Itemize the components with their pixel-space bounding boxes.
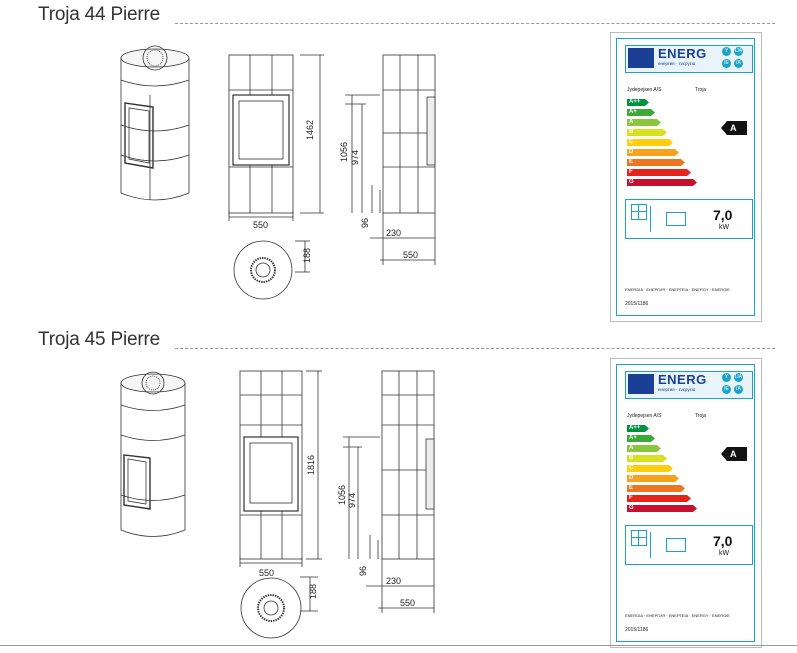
class-bar: B <box>627 455 667 462</box>
class-bar: E <box>627 485 685 492</box>
class-bar: A <box>627 445 661 452</box>
circle-icon: IE <box>722 385 731 394</box>
dim-bottom-left: 96 <box>360 218 370 228</box>
regulation: 2015/1186 <box>625 627 649 633</box>
energy-label: ENERG енергия · ενεργεια Y IJA IE IA Jyd… <box>616 364 755 642</box>
side-view <box>345 54 436 265</box>
energy-subtitle: енергия · ενεργεια <box>658 387 696 392</box>
energy-brand: ENERG <box>658 372 707 387</box>
section-troja-45: Troja 45 Pierre 550 1816 <box>0 325 797 650</box>
class-bar: F <box>627 169 691 176</box>
class-bar: D <box>627 475 679 482</box>
circle-icon: IA <box>734 385 743 394</box>
title-divider <box>175 23 775 24</box>
rating-arrow: A <box>721 121 747 135</box>
power-box: 7,0 kW <box>625 199 753 239</box>
perspective-view <box>120 45 190 201</box>
side-view <box>343 370 435 613</box>
dim-total-height: 1462 <box>305 120 315 140</box>
rating-arrow: A <box>721 447 747 461</box>
dim-front-width: 550 <box>253 220 268 230</box>
power-box: 7,0 kW <box>625 525 753 565</box>
circle-icon: IA <box>734 59 743 68</box>
dim-top-depth: 188 <box>308 584 318 599</box>
title-divider <box>175 348 775 349</box>
footer-rule <box>0 645 797 646</box>
manufacturer: Jydepejsen A/S <box>627 87 662 93</box>
class-bar: A++ <box>627 425 649 432</box>
section-troja-44: Troja 44 Pierre 550 14 <box>0 0 797 325</box>
class-bar: G <box>627 505 697 512</box>
energy-label-header: ENERG енергия · ενεργεια Y IJA IE IA <box>625 371 753 399</box>
circle-icon: IJA <box>734 373 743 382</box>
class-bar: E <box>627 159 685 166</box>
window-icon <box>631 204 647 220</box>
dim-side-width: 550 <box>400 598 415 608</box>
label-footer: ENERGIA · ЕНЕРГИЯ · ΕΝΕΡΓΕΙΑ · ENERGY · … <box>625 613 730 618</box>
section-title: Troja 44 Pierre <box>38 4 160 25</box>
class-bar: A+ <box>627 109 655 116</box>
class-bar: C <box>627 465 673 472</box>
energy-brand: ENERG <box>658 46 707 61</box>
label-footer: ENERGIA · ЕНЕРГИЯ · ΕΝΕΡΓΕΙΑ · ENERGY · … <box>625 287 730 292</box>
dim-top-depth: 188 <box>302 248 312 263</box>
model: Troja <box>695 87 707 93</box>
class-bar: A+ <box>627 435 655 442</box>
class-bar: A <box>627 119 661 126</box>
class-bar: C <box>627 139 673 146</box>
front-view <box>239 370 322 567</box>
circle-icon: Y <box>722 373 731 382</box>
section-title: Troja 45 Pierre <box>38 329 160 350</box>
dim-side-depth: 230 <box>386 576 401 586</box>
top-view <box>240 576 318 639</box>
dim-inner-height: 974 <box>350 150 360 165</box>
dim-door-height: 1056 <box>339 142 349 162</box>
energy-label-frame: ENERG енергия · ενεργεια Y IJA IE IA Jyd… <box>610 358 762 648</box>
regulation: 2015/1186 <box>625 301 649 307</box>
heater-icon <box>666 212 686 226</box>
energy-label: ENERG енергия · ενεργεια Y IJA IE IA Jyd… <box>616 38 755 316</box>
eu-flag-icon <box>628 374 654 394</box>
front-view <box>228 54 324 221</box>
energy-label-header: ENERG енергия · ενεργεια Y IJA IE IA <box>625 45 753 73</box>
dim-bottom-left: 96 <box>358 566 368 576</box>
dim-inner-height: 974 <box>347 493 357 508</box>
manufacturer: Jydepejsen A/S <box>627 413 662 419</box>
power-unit: kW <box>719 550 730 557</box>
heater-icon <box>666 538 686 552</box>
energy-label-frame: ENERG енергия · ενεργεια Y IJA IE IA Jyd… <box>610 32 762 322</box>
circle-icon: IE <box>722 59 731 68</box>
energy-subtitle: енергия · ενεργεια <box>658 61 696 66</box>
stove-drawings: 550 1462 188 1056 974 <box>120 45 436 300</box>
dim-side-width: 550 <box>403 250 418 260</box>
class-bar: A++ <box>627 99 649 106</box>
power-value: 7,0 <box>713 207 733 223</box>
top-view <box>233 240 310 300</box>
perspective-view <box>120 371 186 537</box>
dim-side-depth: 230 <box>386 228 401 238</box>
dim-front-width: 550 <box>259 568 274 578</box>
lamp-icon <box>650 206 657 232</box>
class-bar: G <box>627 179 697 186</box>
dim-door-height: 1056 <box>337 485 347 505</box>
window-icon <box>631 530 647 546</box>
circle-icon: IJA <box>734 47 743 56</box>
dim-total-height: 1816 <box>306 455 316 475</box>
lamp-icon <box>650 532 657 558</box>
circle-icon: Y <box>722 47 731 56</box>
power-value: 7,0 <box>713 533 733 549</box>
class-bar: B <box>627 129 667 136</box>
power-unit: kW <box>719 224 730 231</box>
model: Troja <box>695 413 707 419</box>
eu-flag-icon <box>628 48 654 68</box>
class-bar: F <box>627 495 691 502</box>
class-bar: D <box>627 149 679 156</box>
stove-drawings: 550 1816 188 1056 974 96 <box>120 370 435 639</box>
